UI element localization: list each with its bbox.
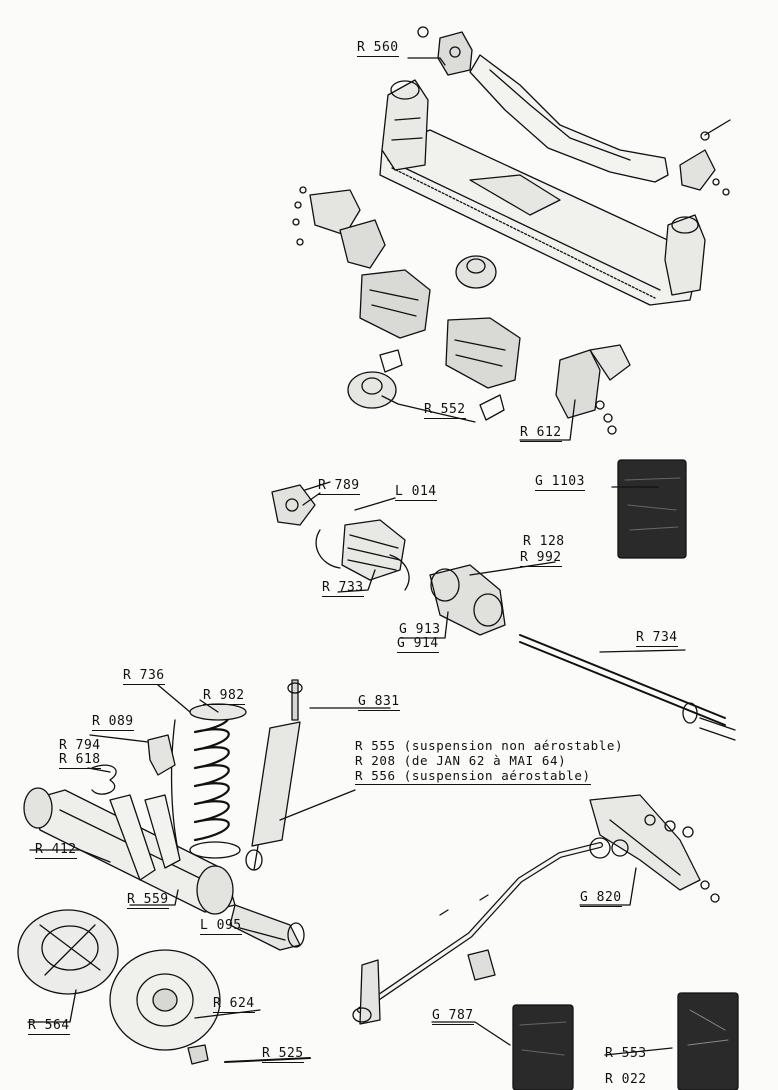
label-r734: R 734 [636, 630, 678, 647]
label-r733: R 733 [322, 580, 364, 597]
label-r128: R 128 [523, 534, 565, 549]
rear-suspension-assembly [17, 679, 391, 1065]
label-r089: R 089 [92, 714, 134, 731]
label-g913: G 913 [399, 622, 441, 637]
transmission-joint-assembly [271, 459, 736, 741]
label-r208-note: R 208 (de JAN 62 à MAI 64) [355, 753, 567, 768]
label-r982: R 982 [203, 688, 245, 705]
label-r564: R 564 [28, 1018, 70, 1035]
anti-roll-bar-assembly [352, 794, 739, 1090]
label-r559: R 559 [127, 892, 169, 909]
label-r618: R 618 [59, 752, 101, 769]
label-r992: R 992 [520, 550, 562, 567]
label-r552: R 552 [424, 402, 466, 419]
label-r560: R 560 [357, 40, 399, 57]
label-r412: R 412 [35, 842, 77, 859]
label-g914: G 914 [397, 636, 439, 653]
label-r556-note: R 556 (suspension aérostable) [355, 768, 591, 785]
label-r794: R 794 [59, 738, 101, 753]
label-r624: R 624 [213, 996, 255, 1013]
label-r555-note: R 555 (suspension non aérostable) [355, 738, 624, 753]
label-g1103: G 1103 [535, 474, 585, 491]
label-r736: R 736 [123, 668, 165, 685]
label-l095: L 095 [200, 918, 242, 935]
label-g820: G 820 [580, 890, 622, 907]
label-g831: G 831 [358, 694, 400, 711]
shock-absorber [245, 679, 303, 871]
label-r525: R 525 [262, 1046, 304, 1063]
label-r553: R 553 [605, 1046, 647, 1061]
label-r022: R 022 [605, 1072, 647, 1087]
label-r612: R 612 [520, 425, 562, 442]
label-l014: L 014 [395, 484, 437, 501]
label-g787: G 787 [432, 1008, 474, 1025]
label-r789: R 789 [318, 478, 360, 495]
coil-spring [170, 703, 247, 859]
front-subframe-assembly [292, 26, 731, 441]
